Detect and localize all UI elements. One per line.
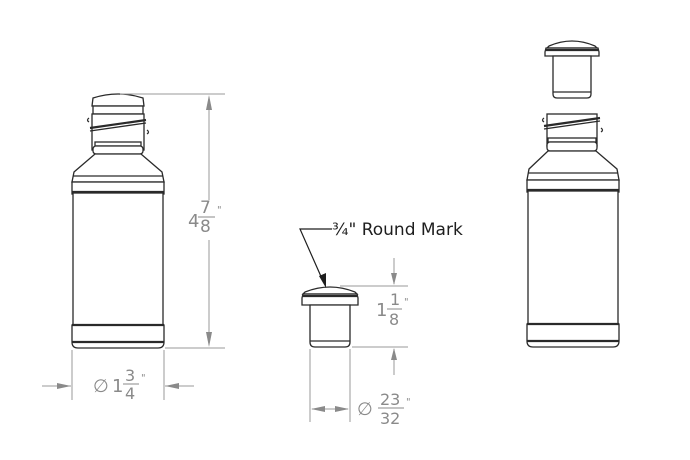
bottle-height-numerator: 7 <box>200 198 211 218</box>
cap-diameter-numerator: 23 <box>380 390 400 409</box>
cap-height-dimension: 1 1 8 " <box>340 258 409 375</box>
bottle-diameter-numerator: 3 <box>125 366 135 385</box>
bottle-front-view <box>71 93 165 349</box>
cap-diameter-unit: " <box>406 397 411 408</box>
bottle-diameter-denominator: 4 <box>125 384 135 403</box>
cap-height-numerator: 1 <box>390 290 400 309</box>
cap-diameter-dimension: ∅ 23 32 " <box>309 349 411 428</box>
cap-diameter-denominator: 32 <box>380 409 400 428</box>
bottle-diameter-unit: " <box>141 373 146 384</box>
diameter-symbol: ∅ <box>93 376 109 397</box>
cap-height-denominator: 8 <box>389 310 399 329</box>
cap-front-view <box>301 286 359 348</box>
bottle-height-dimension: 4 7 8 " <box>120 93 225 349</box>
bottle-height-whole: 4 <box>188 211 199 232</box>
cap-height-unit: " <box>404 297 409 308</box>
bottle-diameter-whole: 1 <box>112 376 123 397</box>
cap-height-whole: 1 <box>376 300 387 321</box>
cap-diameter-symbol: ∅ <box>357 399 373 420</box>
bottle-diameter-dimension: ∅ 1 3 4 " <box>42 350 194 403</box>
bottle-height-denominator: 8 <box>200 217 211 237</box>
round-mark-callout: ¾" Round Mark <box>299 220 463 288</box>
exploded-bottle <box>526 113 620 348</box>
round-mark-label: ¾" Round Mark <box>332 220 463 240</box>
exploded-cap <box>544 40 600 99</box>
bottle-height-unit: " <box>217 205 222 216</box>
